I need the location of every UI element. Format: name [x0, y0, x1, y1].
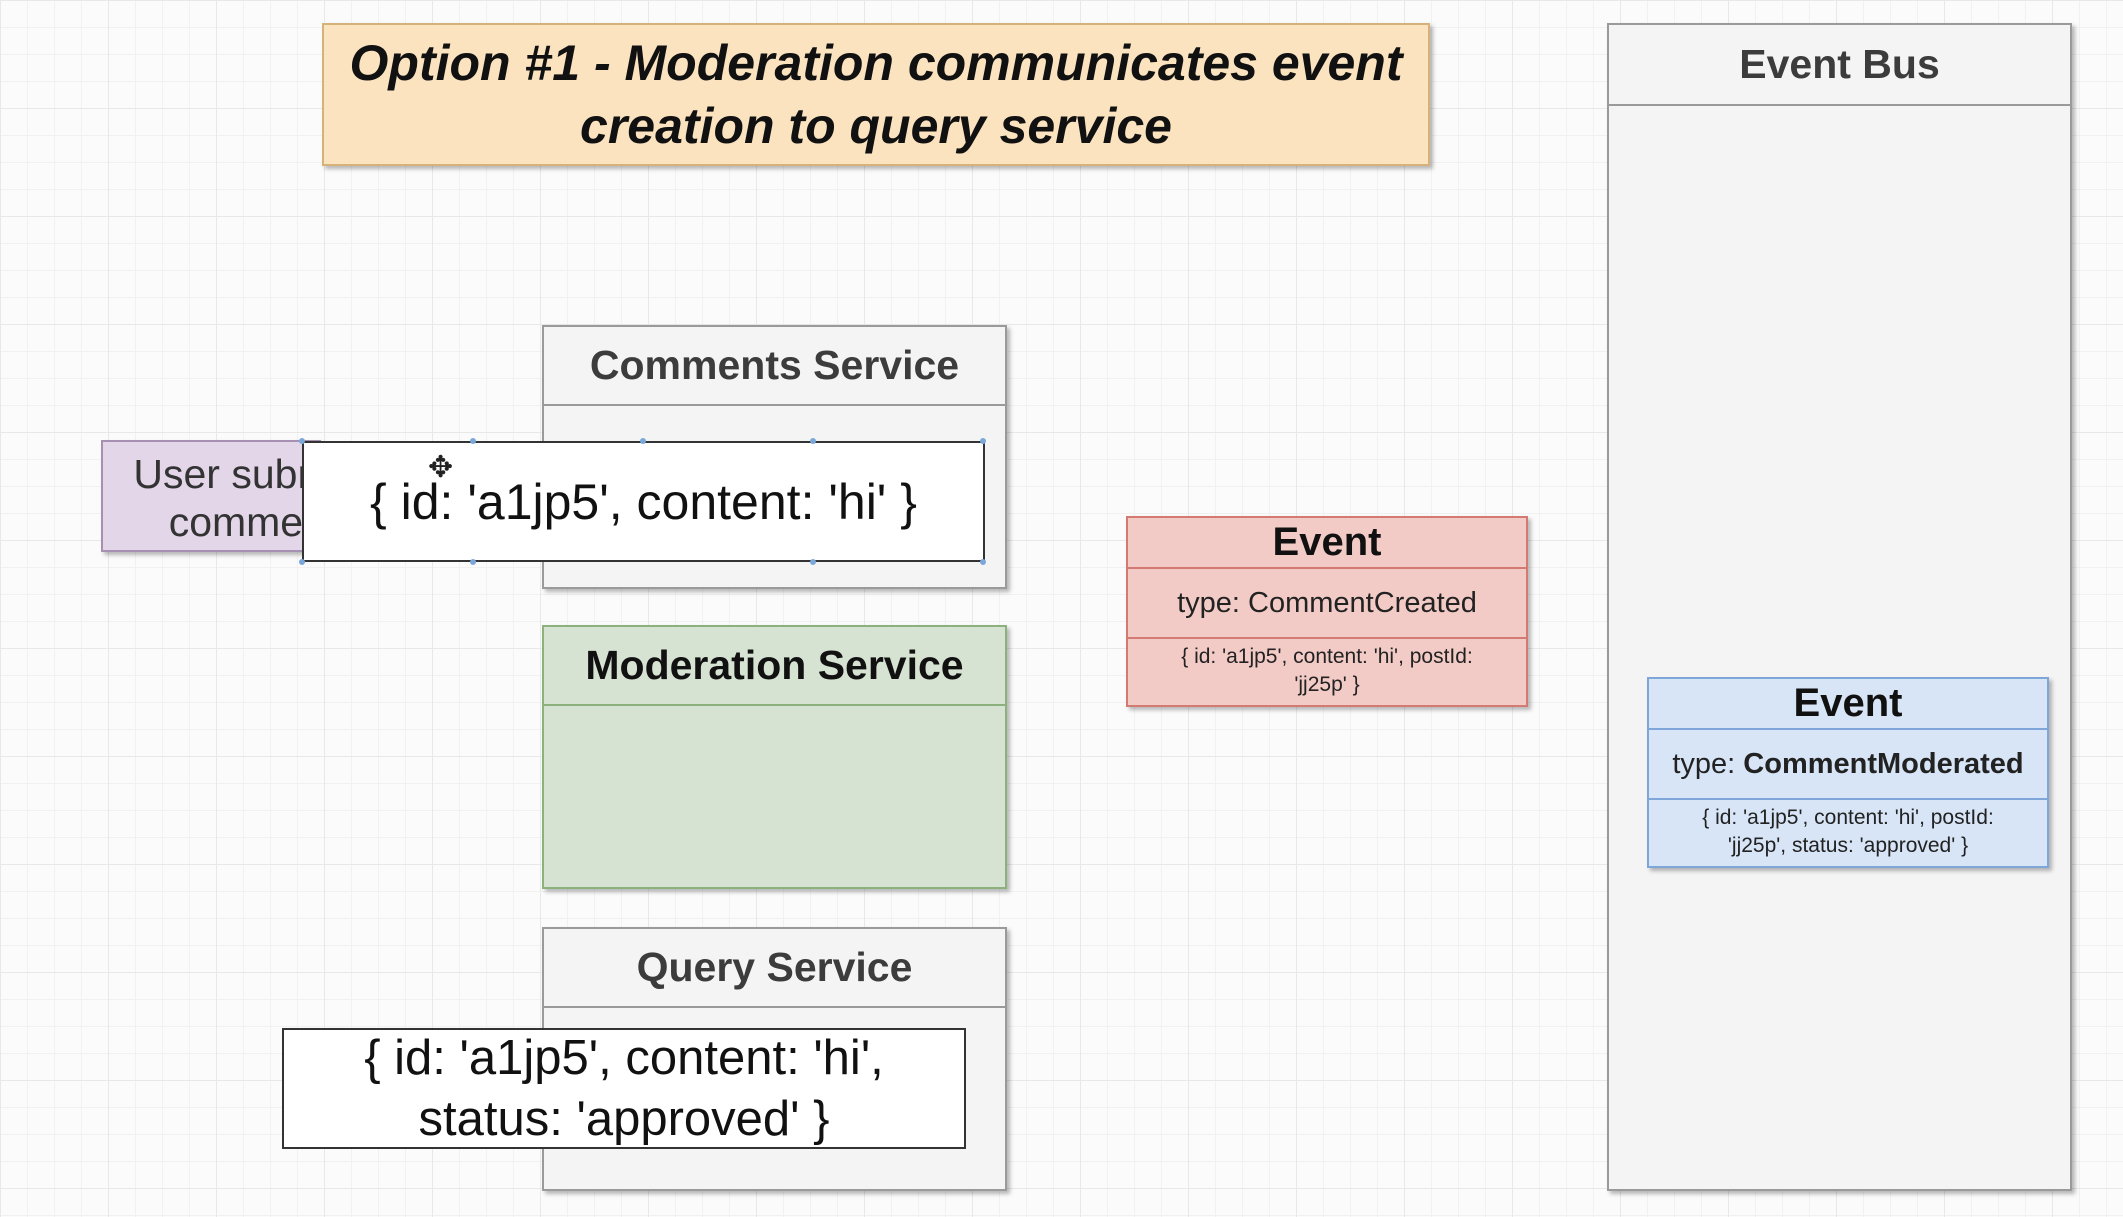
event-comment-created[interactable]: Event type: CommentCreated { id: 'a1jp5'…: [1126, 516, 1528, 707]
event-moderated-title: Event: [1649, 679, 2047, 730]
event-moderated-type: type: CommentModerated: [1649, 730, 2047, 800]
moderation-service-header: Moderation Service: [544, 627, 1005, 706]
event-moderated-payload: { id: 'a1jp5', content: 'hi', postId: 'j…: [1702, 806, 1994, 857]
event-moderated-type-prefix: type:: [1672, 747, 1744, 780]
selection-handle[interactable]: [810, 559, 816, 565]
comment-json-text: { id: 'a1jp5', content: 'hi' }: [370, 473, 917, 530]
moderation-service-box[interactable]: Moderation Service: [542, 625, 1007, 889]
query-service-header: Query Service: [544, 929, 1005, 1008]
event-created-type-prefix: type:: [1177, 586, 1249, 619]
event-bus-header: Event Bus: [1609, 25, 2070, 106]
comment-json-textbox[interactable]: { id: 'a1jp5', content: 'hi' }: [302, 441, 985, 562]
event-comment-moderated[interactable]: Event type: CommentModerated { id: 'a1jp…: [1647, 677, 2049, 868]
diagram-title: Option #1 - Moderation communicates even…: [349, 34, 1403, 154]
selection-handle[interactable]: [980, 559, 986, 565]
selection-handle[interactable]: [470, 438, 476, 444]
selection-handle[interactable]: [810, 438, 816, 444]
query-json-textbox[interactable]: { id: 'a1jp5', content: 'hi', status: 'a…: [282, 1028, 966, 1149]
event-created-title: Event: [1128, 518, 1526, 569]
event-created-type-value: CommentCreated: [1248, 586, 1477, 619]
event-bus-box[interactable]: Event Bus: [1607, 23, 2072, 1191]
selection-handle[interactable]: [640, 438, 646, 444]
comments-service-header: Comments Service: [544, 327, 1005, 406]
query-json-text: { id: 'a1jp5', content: 'hi', status: 'a…: [364, 1030, 884, 1146]
selection-handle[interactable]: [299, 438, 305, 444]
event-created-payload: { id: 'a1jp5', content: 'hi', postId: 'j…: [1181, 645, 1473, 696]
user-action-box[interactable]: User submits comment: [101, 440, 321, 552]
event-moderated-type-value: CommentModerated: [1743, 747, 2024, 780]
selection-handle[interactable]: [470, 559, 476, 565]
move-cursor-icon: ✥: [428, 451, 454, 484]
selection-handle[interactable]: [980, 438, 986, 444]
user-action-label: User submits comment: [133, 451, 321, 545]
title-box[interactable]: Option #1 - Moderation communicates even…: [322, 23, 1430, 166]
event-created-type: type: CommentCreated: [1128, 569, 1526, 639]
selection-handle[interactable]: [299, 559, 305, 565]
